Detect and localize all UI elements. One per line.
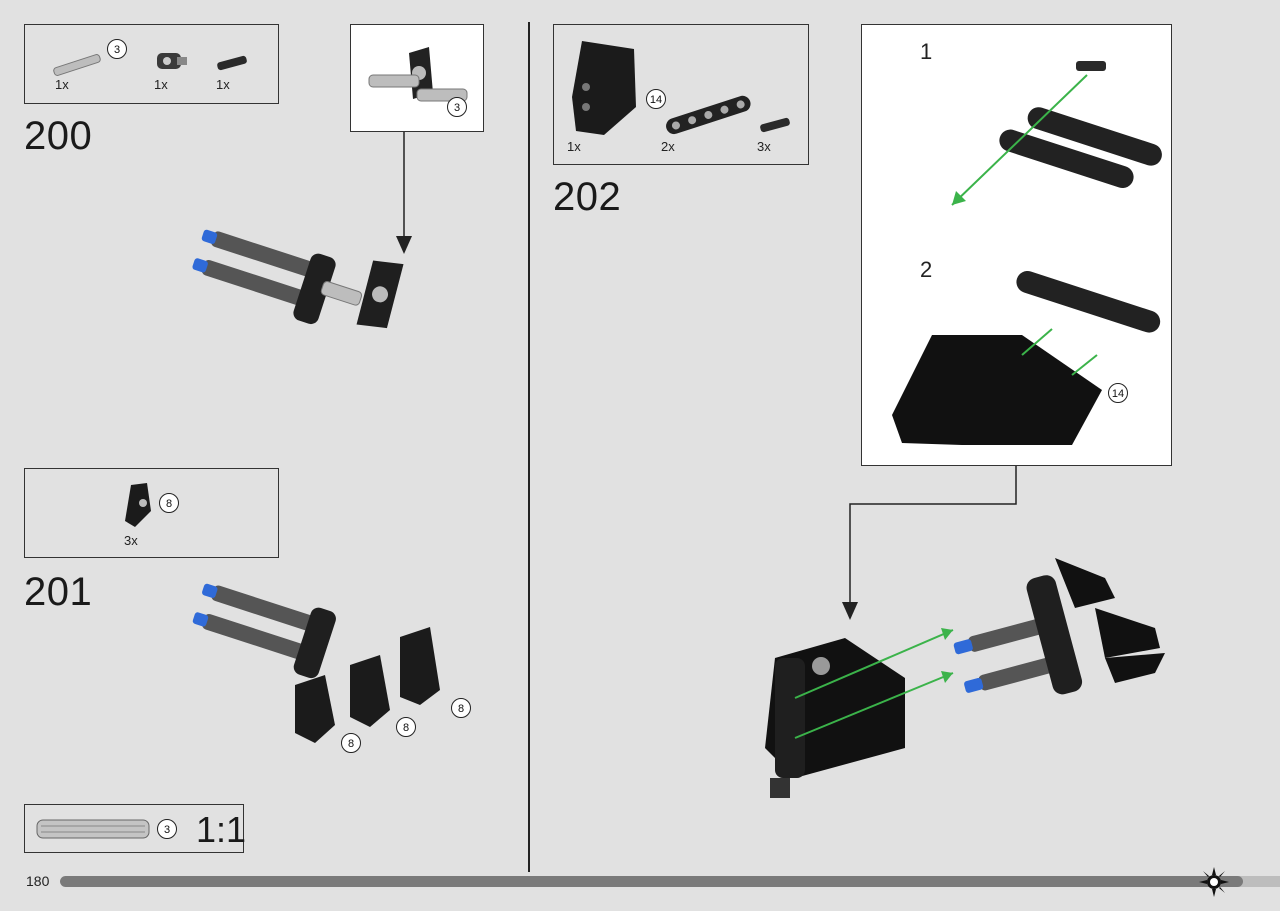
part-qty: 1x (567, 139, 581, 154)
step201-parts-box: 8 3x (24, 468, 279, 558)
step-number: 200 (24, 114, 93, 158)
sub-assembly-illustration (368, 47, 468, 102)
column-divider (528, 22, 530, 872)
panel-large-black-icon (572, 41, 636, 135)
substep1-illustration (951, 61, 1162, 206)
sun-icon (1199, 867, 1229, 897)
axle-3-scale-icon (36, 819, 150, 839)
assembly-arrow (396, 132, 412, 254)
substep2-illustration (892, 271, 1161, 445)
step200-assembly-illustration (192, 229, 404, 329)
progress-bar-fill (60, 876, 1244, 887)
part-badge: 8 (341, 733, 361, 753)
part-qty: 3x (757, 139, 771, 154)
substep-number: 2 (920, 257, 933, 282)
part-badge: 14 (646, 89, 666, 109)
part-badge: 8 (159, 493, 179, 513)
scale-ratio: 1:1 (196, 809, 247, 850)
part-qty: 2x (661, 139, 675, 154)
step201-assembly-illustration (192, 583, 440, 743)
step202-parts-box: 14 1x 2x 3x (553, 24, 809, 165)
beam-5-black-icon (666, 95, 751, 135)
scale-badge: 3 (157, 819, 177, 839)
part-badge: 3 (107, 39, 127, 59)
step-number: 201 (24, 570, 93, 614)
page-number: 180 (26, 873, 50, 889)
part-qty: 1x (154, 77, 168, 92)
step202-subassembly-callout: 1 2 14 (861, 24, 1172, 466)
step202-assembly-illustration (765, 558, 1165, 798)
panel-curved-black-icon (125, 483, 151, 527)
friction-pin-black-icon (217, 55, 247, 71)
part-qty: 3x (124, 533, 138, 548)
scale-reference-box: 3 (24, 804, 244, 853)
part-badge: 14 (1108, 383, 1128, 403)
part-qty: 1x (55, 77, 69, 92)
axle-3-grey-icon (53, 54, 101, 76)
part-qty: 1x (216, 77, 230, 92)
callout-badge: 3 (447, 97, 467, 117)
step200-callout: 3 (350, 24, 484, 132)
progress-bar (60, 876, 1280, 887)
step200-parts-box: 3 1x 1x 1x (24, 24, 279, 104)
substep-number: 1 (920, 39, 933, 64)
assembly-arrow (842, 466, 1017, 620)
step-number: 202 (553, 175, 622, 219)
friction-pin-black-icon (760, 117, 790, 133)
part-badge: 8 (396, 717, 416, 737)
part-badge: 8 (451, 698, 471, 718)
axle-connector-dark-icon (157, 53, 187, 69)
